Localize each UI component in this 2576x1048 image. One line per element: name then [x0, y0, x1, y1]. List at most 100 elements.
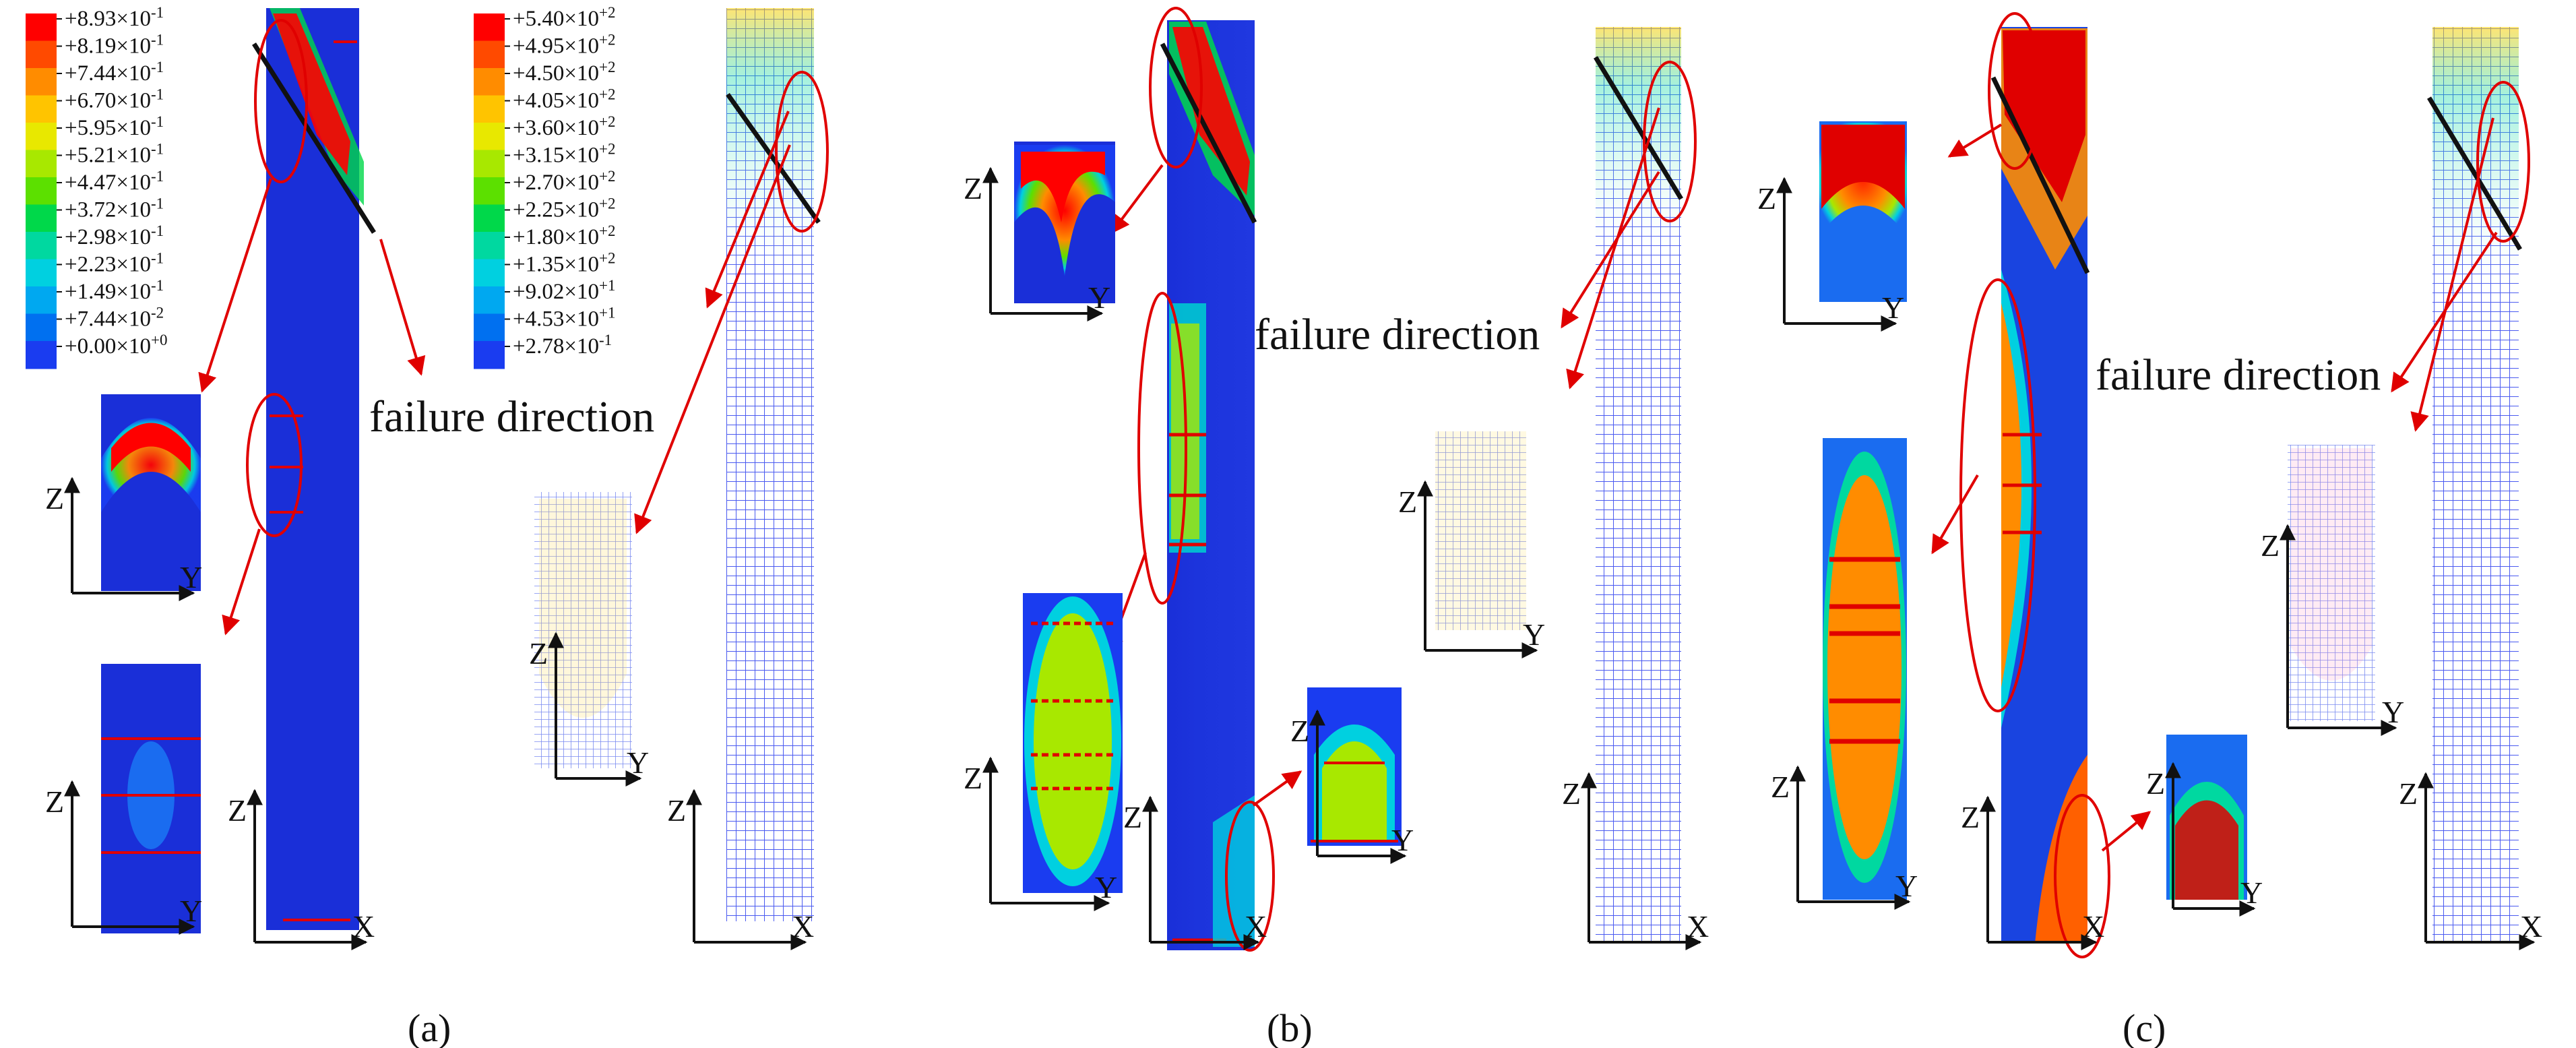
panel-c-label: (c) [2123, 1006, 2166, 1048]
legend-swatch [26, 286, 57, 315]
legend-value: +4.47×10-1 [65, 168, 164, 195]
legend-swatch [26, 68, 57, 96]
legend-swatch [26, 40, 57, 69]
panel-b-inset-top-core [1021, 152, 1105, 222]
z-axis-label: Z [1562, 776, 1581, 811]
panel-b-mesh-arrow-2 [1561, 171, 1660, 329]
y-axis-label: Y [627, 745, 649, 780]
legend-value: +5.95×10-1 [65, 113, 164, 140]
panel-a-shear-band-core [273, 13, 350, 175]
axis-triad: ZY [2146, 762, 2263, 917]
panel-a-inset-arch-core [111, 423, 191, 472]
legend-swatch [26, 177, 57, 206]
legend-swatch [474, 13, 505, 42]
axis-triad: ZX [228, 789, 375, 950]
z-axis-label: Z [1757, 181, 1776, 216]
legend-swatch [26, 150, 57, 178]
legend-swatch [26, 341, 57, 369]
y-axis-label: Y [1882, 290, 1904, 325]
panel-b-arrow-bottom [1252, 770, 1302, 807]
z-axis-label: Z [1771, 770, 1790, 804]
panel-a-arrow-top [198, 178, 272, 393]
z-axis-label: Z [1398, 485, 1417, 519]
panel-a-failure-direction-label: failure direction [369, 392, 654, 441]
panel-c-mid-damage-core [2001, 303, 2021, 687]
z-axis-label: Z [964, 171, 982, 206]
y-axis-label: Y [180, 894, 202, 928]
legend-swatch [474, 150, 505, 178]
legend-value: +3.15×10+2 [513, 141, 615, 168]
panel-a-callout-ellipse-mid [246, 393, 303, 537]
z-axis-label: Z [228, 793, 247, 828]
panel-a-mesh-arrow-1 [705, 111, 790, 309]
panel-c-mesh-callout-ellipse [2476, 81, 2530, 243]
panel-c-callout-ellipse-bottom [2054, 794, 2110, 958]
panel-c-mesh-stress-tint [2432, 27, 2519, 310]
legend-value: +6.70×10-1 [65, 86, 164, 113]
y-axis-label: Y [180, 560, 202, 594]
panel-b-arrow-top [1110, 164, 1164, 235]
legend-value: +3.60×10+2 [513, 113, 615, 140]
panel-a-column-cracks [270, 40, 357, 921]
legend-value: +4.05×10+2 [513, 86, 615, 113]
panel-b-mesh-failure-line [1594, 56, 1683, 200]
axis-triad: ZY [1757, 177, 1904, 332]
axis-triad: ZY [1398, 480, 1545, 658]
panel-a-mesh-inset-tint [539, 499, 627, 718]
panel-a-failure-arrow [379, 239, 426, 376]
panel-a-inset-section-cracks [101, 737, 201, 854]
axis-triad: ZY [964, 166, 1110, 321]
panel-a-mesh-failure-line [726, 92, 821, 224]
panel-a-label: (a) [408, 1006, 451, 1048]
panel-c-inset-top-core [1821, 125, 1905, 209]
z-axis-label: Z [1123, 800, 1142, 834]
legend-value: +0.00×10+0 [65, 332, 167, 359]
axis-triad: ZX [1961, 795, 2104, 950]
panel-c-arrow-mid [1931, 474, 1979, 555]
z-axis-label: Z [1961, 800, 1980, 834]
panel-c-arrow-bottom [2101, 811, 2151, 852]
panel-b-inset-br-cracks [1311, 762, 1398, 842]
legend-value: +2.25×10+2 [513, 195, 615, 222]
legend-value: +3.72×10-1 [65, 195, 164, 222]
axis-triad: ZY [45, 476, 202, 601]
panel-c-mesh-inset-tint [2291, 448, 2372, 681]
legend-swatch [26, 95, 57, 123]
panel-a-mesh-inset [534, 492, 632, 768]
legend-swatch [474, 313, 505, 342]
y-axis-label: Y [1895, 869, 1918, 903]
y-axis-label: Y [1391, 823, 1414, 857]
panel-b-inset-bottom-cracks [1031, 621, 1115, 791]
legend-value: +5.21×10-1 [65, 141, 164, 168]
damage-legend: +8.93×10-1+8.19×10-1+7.44×10-1+6.70×10-1… [26, 4, 167, 369]
legend-swatch [474, 68, 505, 96]
legend-value: +8.93×10-1 [65, 4, 164, 31]
panel-a-failure-line [252, 42, 376, 234]
legend-value: +7.44×10-2 [65, 305, 164, 332]
panel-b-failure-direction-label: failure direction [1255, 310, 1540, 359]
x-axis-label: X [2082, 909, 2104, 944]
legend-value: +4.50×10+2 [513, 59, 615, 86]
legend-swatch [26, 232, 57, 260]
legend-value: +4.95×10+2 [513, 32, 615, 59]
panel-c-bottom-damage [2035, 755, 2087, 944]
z-axis-label: Z [2399, 776, 2418, 811]
panel-c [1819, 12, 2530, 958]
legend-value: +5.40×10+2 [513, 4, 615, 31]
x-axis-label: X [2520, 909, 2542, 944]
x-axis-label: X [792, 909, 814, 944]
legend-swatch [474, 40, 505, 69]
x-axis-label: X [352, 909, 375, 944]
legend-swatch [26, 123, 57, 151]
panel-b-mesh-inset-tint [1435, 431, 1526, 630]
panel-a-callout-ellipse-top [254, 19, 308, 183]
panel-c-callout-ellipse-mid [1959, 278, 2036, 712]
legend-swatch [26, 259, 57, 287]
panel-a-mesh-callout-ellipse [775, 71, 829, 233]
legend-value: +7.44×10-1 [65, 59, 164, 86]
legend-value: +2.23×10-1 [65, 250, 164, 277]
panel-a-arrow-mid [222, 528, 261, 636]
axis-triad: ZY [1771, 765, 1918, 910]
